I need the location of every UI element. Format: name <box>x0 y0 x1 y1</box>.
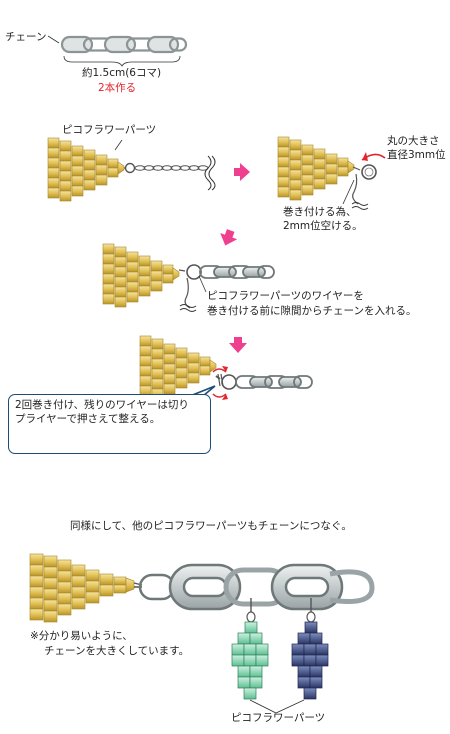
pico-part-label-bottom: ピコフラワーパーツ <box>231 712 326 724</box>
pico-part-step2 <box>47 137 216 202</box>
callout-line-1: 2回巻き付け、残りのワイヤーは切り <box>15 399 189 411</box>
label-leader <box>249 699 305 714</box>
enlarged-note-1: ※分かり易いように、 <box>30 630 133 642</box>
enlarged-note-2: チェーンを大きくしています。 <box>44 645 190 657</box>
chain-length-label: 約1.5cm(6コマ) <box>82 67 162 79</box>
ring-size-label-1: 丸の大きさ <box>387 135 440 147</box>
ring-size-label-2: 直径3mm位 <box>387 149 446 161</box>
pico-part-green <box>231 598 269 700</box>
gap-note-1: 巻き付ける為、 <box>283 206 357 218</box>
step4-note-2: 巻き付ける前に隙間からチェーンを入れる。 <box>207 305 417 317</box>
make-two-note: 2本作る <box>98 82 137 94</box>
pico-part-gold-final <box>29 553 143 623</box>
chain-step1 <box>47 35 188 67</box>
gap-note-2: 2mm位空ける。 <box>283 220 363 232</box>
callout-box: 2回巻き付け、残りのワイヤーは切り プライヤーで押さえて整える。 <box>8 394 211 454</box>
pico-part-step5 <box>139 335 313 400</box>
final-instruction: 同様にして、他のピコフラワーパーツもチェーンにつなぐ。 <box>70 520 352 532</box>
callout-line-2: プライヤーで押さえて整える。 <box>15 412 161 425</box>
pico-part-label-top: ピコフラワーパーツ <box>62 124 157 136</box>
arrow-right <box>234 163 250 181</box>
arrow-down-2 <box>229 337 247 353</box>
chain-label: チェーン <box>5 31 47 43</box>
chain-final <box>138 563 375 611</box>
pico-part-step3 <box>277 136 386 210</box>
pico-part-navy <box>291 598 329 700</box>
pico-part-step4 <box>102 243 275 312</box>
step4-note-1: ピコフラワーパーツのワイヤーを <box>207 290 364 302</box>
arrow-down-1 <box>216 227 240 249</box>
